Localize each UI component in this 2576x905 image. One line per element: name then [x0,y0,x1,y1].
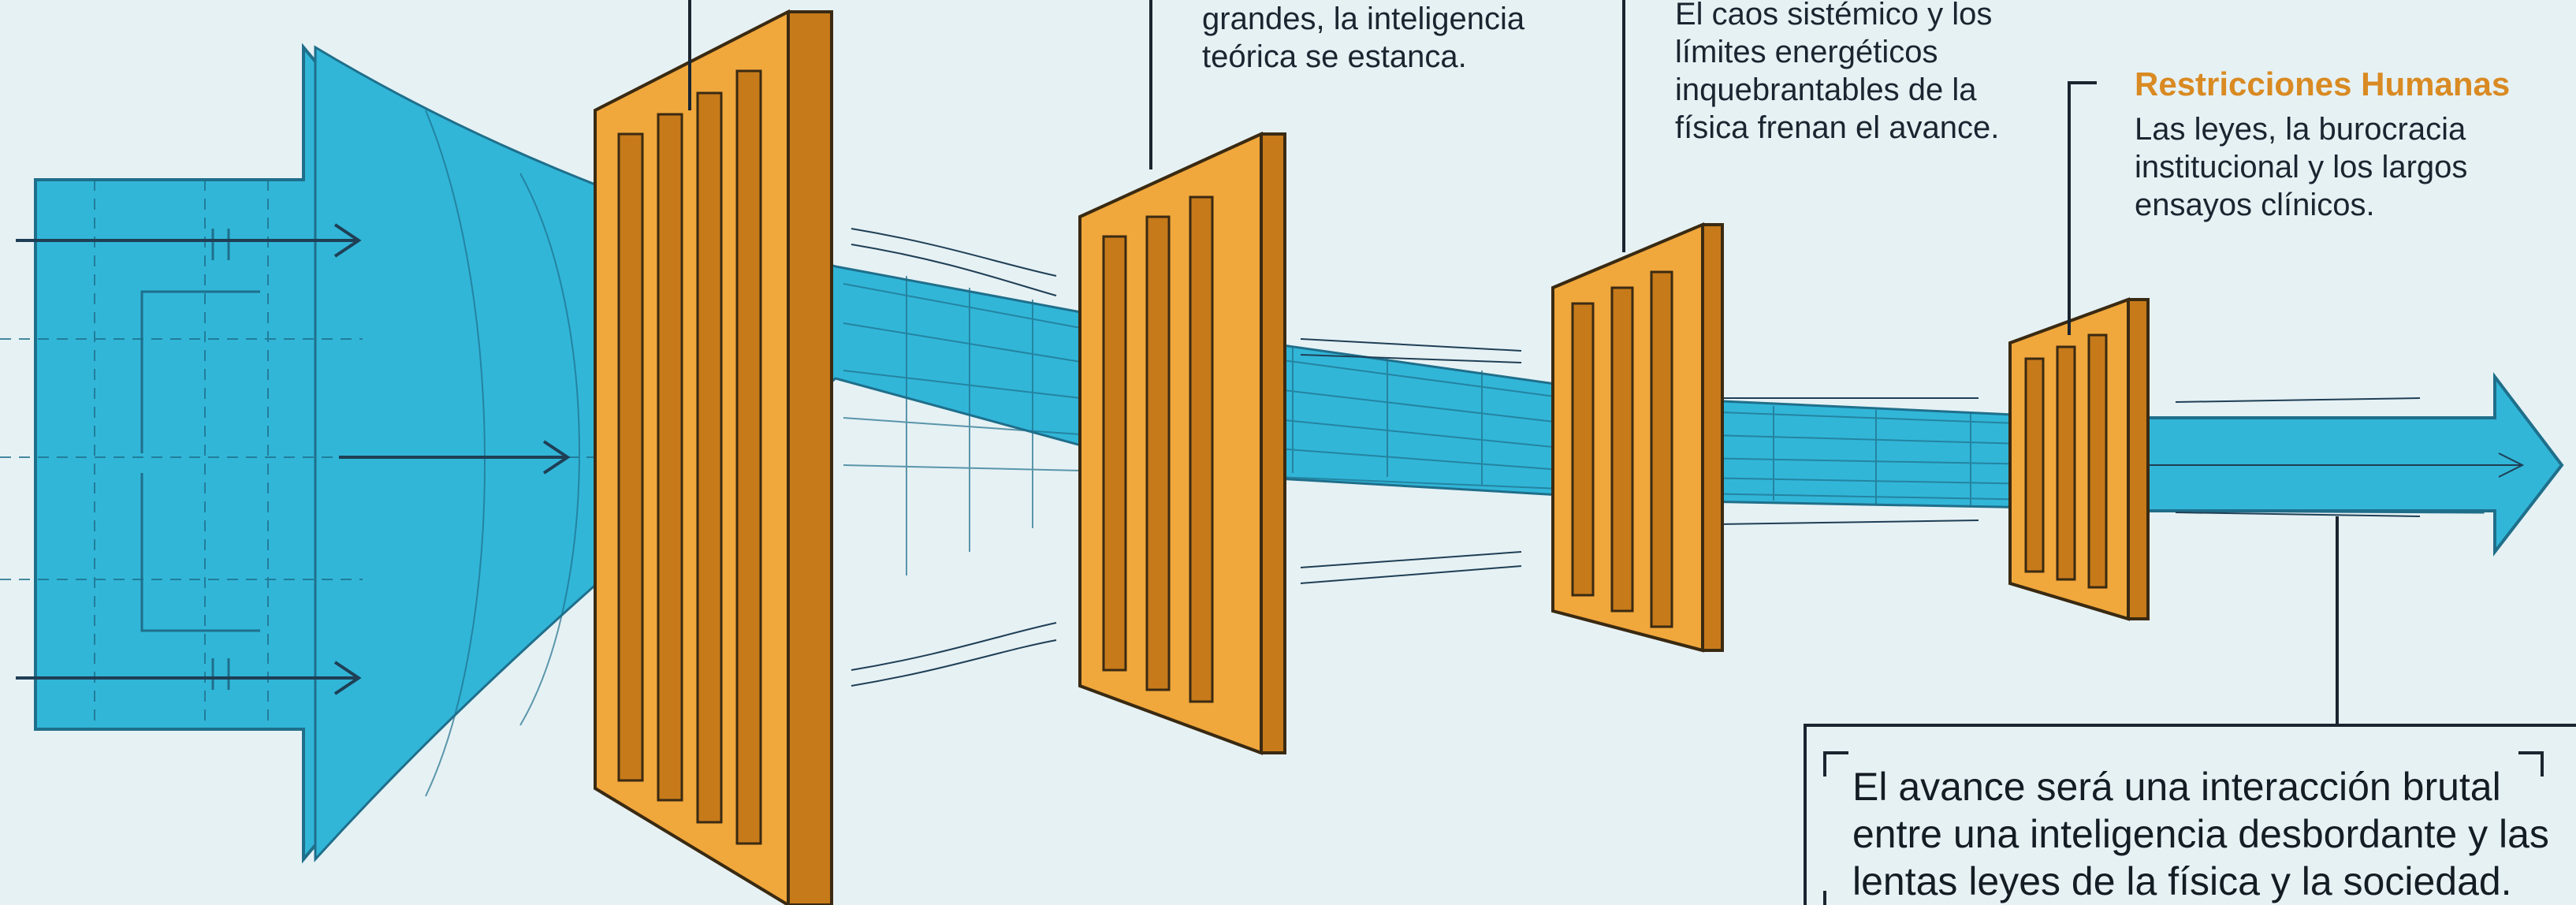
intelligence-flow [0,43,2564,864]
human-limit-text: Las leyes, la burocracia institucional y… [2135,112,2468,222]
leader-lines [688,0,2576,905]
gate-1 [594,9,833,905]
gate-4 [2008,297,2150,621]
conclusion-text: El avance será una interacción brutal en… [1852,765,2549,903]
data-limit-text: grandes, la inteligencia teórica se esta… [1202,2,1525,74]
human-limit-heading: Restricciones Humanas [2135,65,2511,102]
gate-2 [1078,131,1286,755]
physics-limit-text: El caos sistémico y los límites energéti… [1675,0,2000,145]
gate-3 [1551,222,1724,653]
inflow-arrows [16,223,2525,695]
